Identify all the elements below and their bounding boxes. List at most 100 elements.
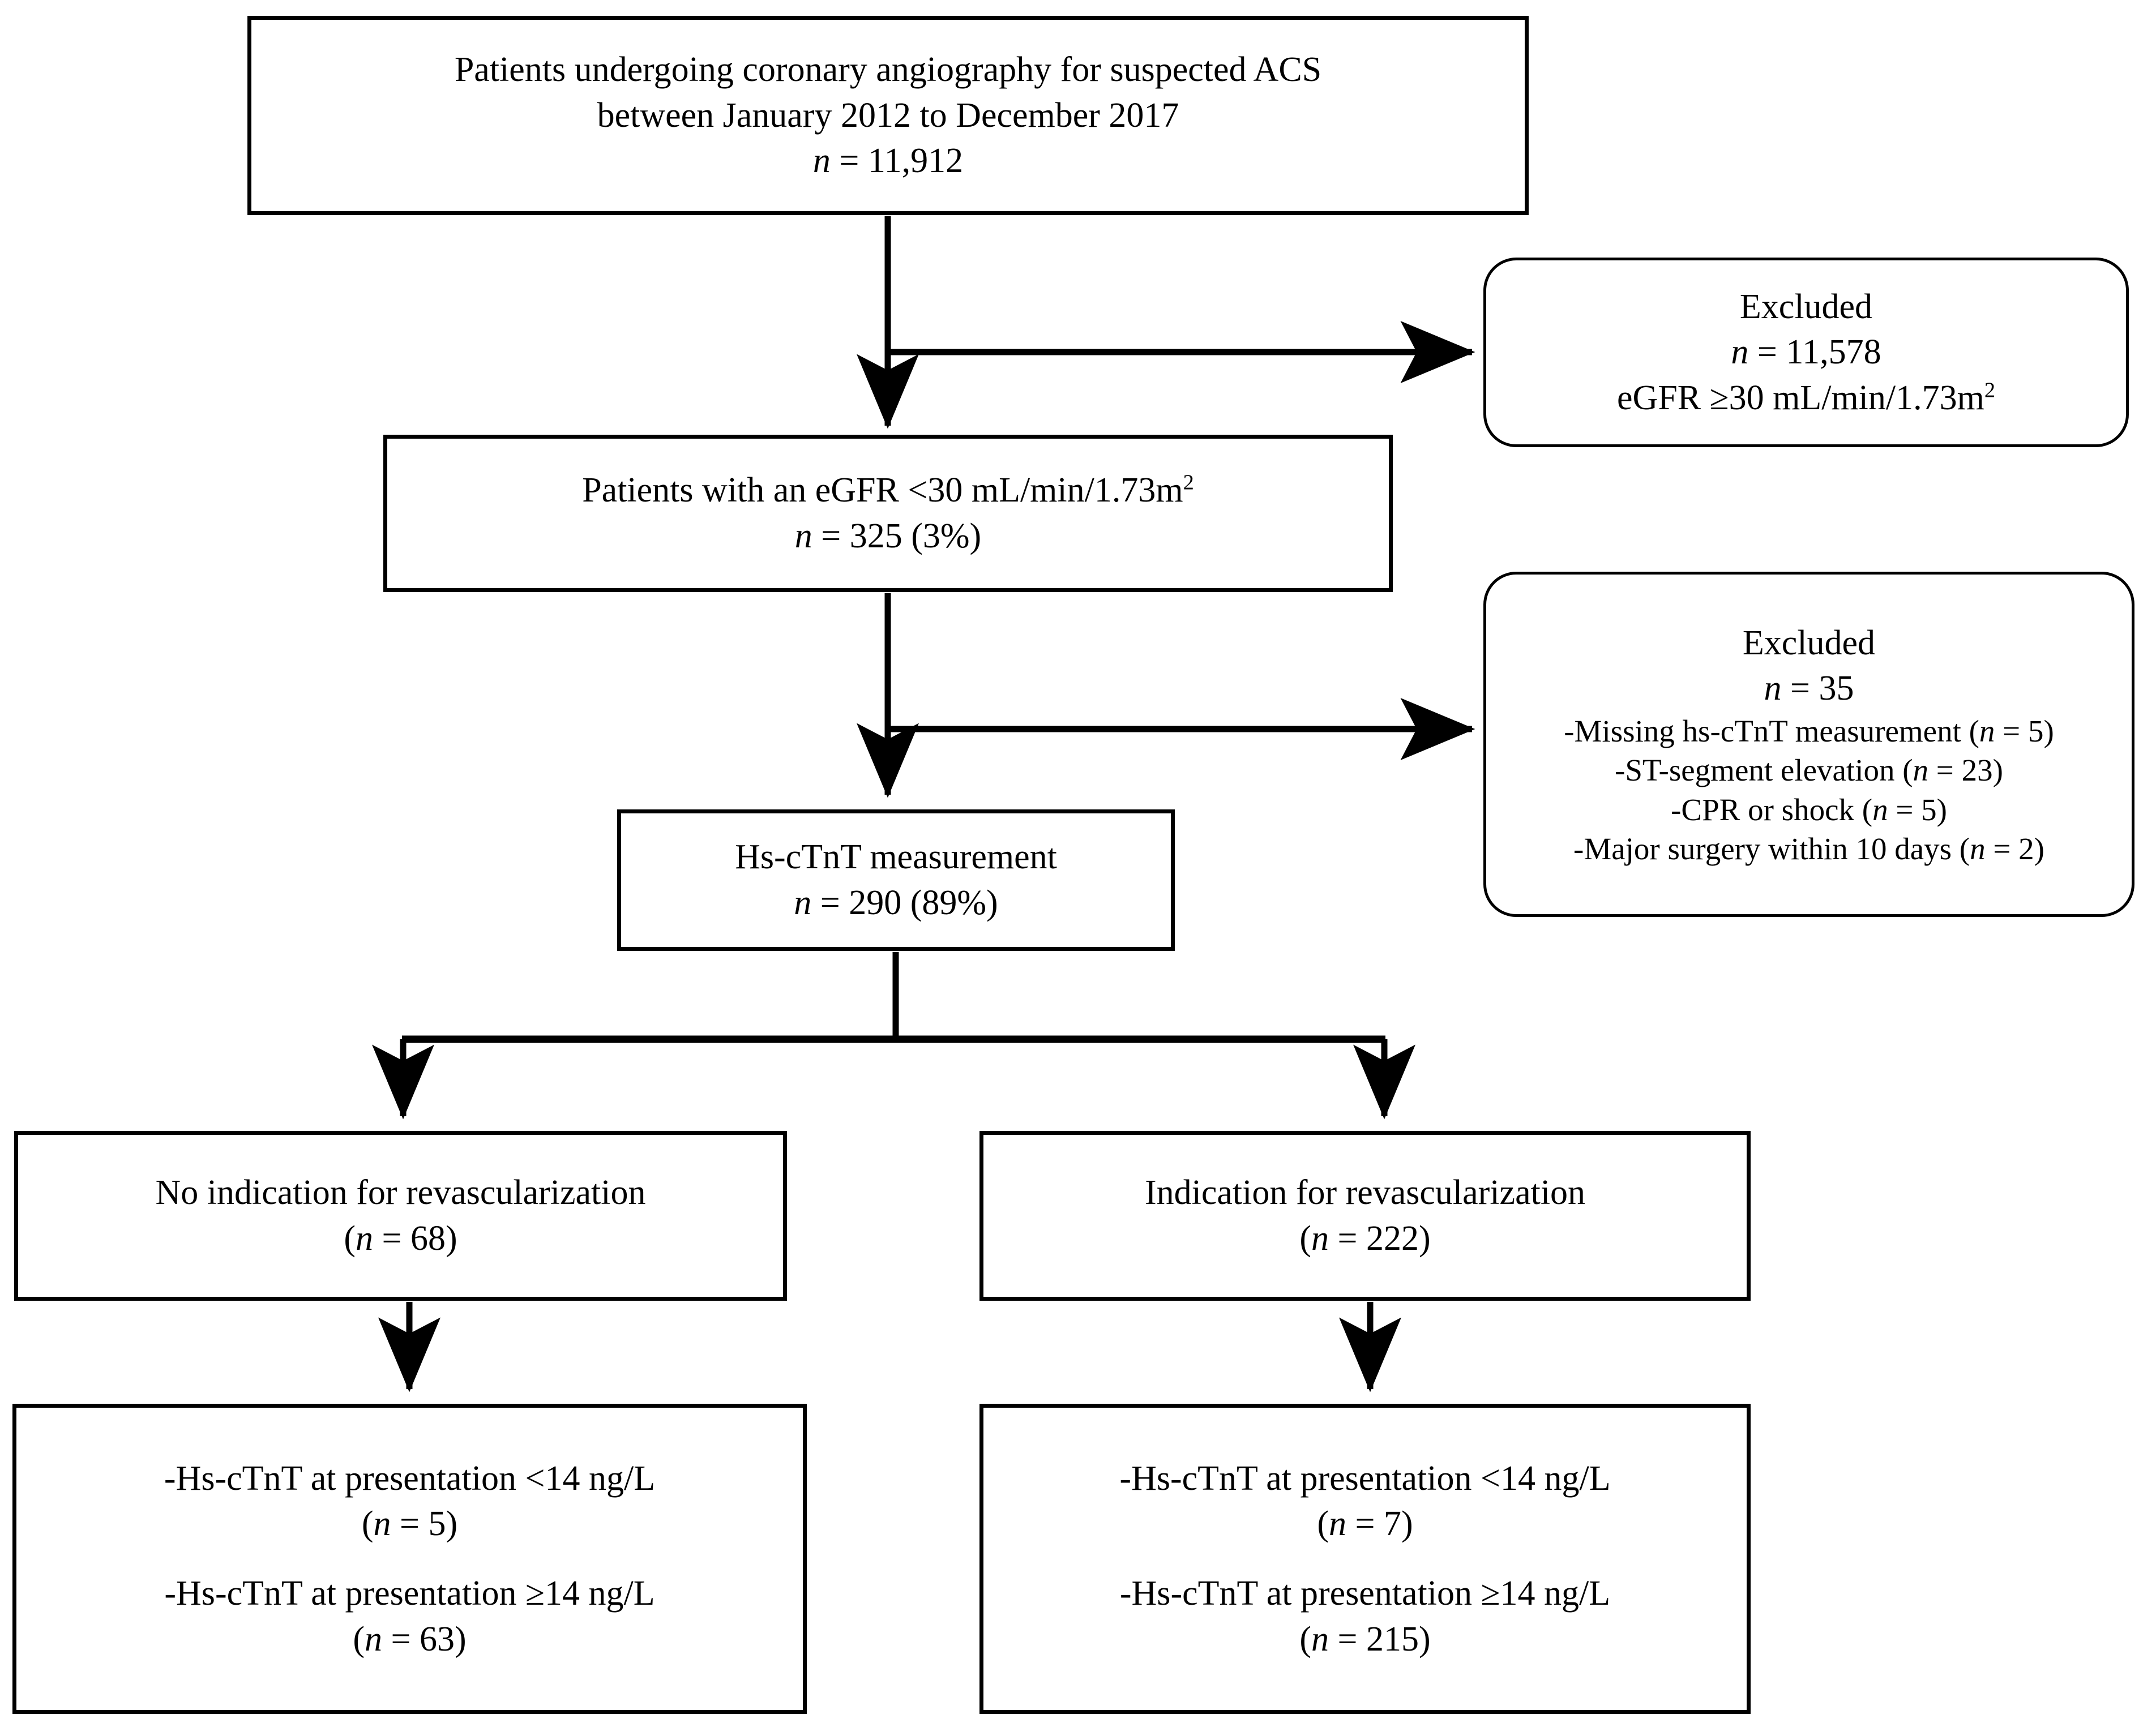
excluded-criteria-reason-eq: = <box>1985 831 2019 866</box>
no-revasc-count-value: 68 <box>410 1219 446 1258</box>
excluded-egfr-count-value: 11,578 <box>1786 333 1881 372</box>
excluded-criteria-reason-value: 23 <box>1961 753 1993 788</box>
egfr-count: n = 325 (3%) <box>795 513 981 559</box>
excluded-criteria-reason-eq: = <box>1928 753 1962 788</box>
detail-row-count: (n = 63) <box>353 1617 466 1662</box>
detail-count-value: 63 <box>419 1619 455 1658</box>
excluded-criteria-reason: -ST-segment elevation (n = 23) <box>1615 751 2003 790</box>
excluded-criteria-reason-value: 2 <box>2018 831 2034 866</box>
detail-count-open: ( <box>353 1619 365 1658</box>
detail-count-open: ( <box>361 1505 374 1544</box>
measurement-count-value: 290 (89%) <box>849 884 998 922</box>
excluded-criteria-reason-n: n <box>1872 792 1888 827</box>
revasc-count-open: ( <box>1299 1219 1312 1258</box>
excluded-criteria-reason-post: ) <box>1936 792 1947 827</box>
indication-revascularization-box: Indication for revascularization (n = 22… <box>979 1131 1751 1301</box>
detail-row-count: (n = 7) <box>1317 1501 1413 1547</box>
excluded-criteria-reason-post: ) <box>2034 831 2044 866</box>
detail-count-n: n <box>1329 1505 1347 1544</box>
revasc-line-1: Indication for revascularization <box>1144 1173 1586 1212</box>
detail-count-value: 215 <box>1366 1619 1419 1658</box>
excluded-egfr-count-n: n <box>1731 333 1749 372</box>
excluded-egfr-reason: eGFR ≥30 mL/min/1.73m2 <box>1617 375 1995 421</box>
egfr-line-1-text: Patients with an eGFR <30 mL/min/1.73m <box>582 471 1183 510</box>
no-revasc-count-n: n <box>356 1219 374 1258</box>
no-indication-revascularization-box: No indication for revascularization (n =… <box>14 1131 787 1301</box>
detail-count-eq: = <box>391 1505 429 1544</box>
excluded-criteria-box: Excluded n = 35 -Missing hs-cTnT measure… <box>1483 572 2134 917</box>
egfr-count-n: n <box>794 517 812 555</box>
detail-count-eq: = <box>382 1619 420 1658</box>
excluded-criteria-reason-pre: -Missing hs-cTnT measurement ( <box>1564 714 1979 748</box>
excluded-criteria-reason-n: n <box>1979 714 1995 748</box>
revasc-count-close: ) <box>1418 1219 1431 1258</box>
excluded-criteria-reason: -Major surgery within 10 days (n = 2) <box>1573 829 2044 868</box>
excluded-egfr-count-eq: = <box>1748 333 1786 372</box>
egfr-line-1-sup: 2 <box>1183 470 1194 495</box>
excluded-criteria-reason-eq: = <box>1888 792 1922 827</box>
no-revasc-count-close: ) <box>445 1219 457 1258</box>
excluded-criteria-count-value: 35 <box>1819 669 1854 708</box>
excluded-criteria-reason: -Missing hs-cTnT measurement (n = 5) <box>1564 712 2054 751</box>
measurement-count-eq: = <box>811 884 849 922</box>
no-revasc-count-open: ( <box>344 1219 356 1258</box>
cohort-line-2: between January 2012 to December 2017 <box>597 96 1179 135</box>
excluded-criteria-reason-n: n <box>1970 831 1986 866</box>
egfr-count-eq: = <box>812 517 850 555</box>
detail-row-label: -Hs-cTnT at presentation ≥14 ng/L <box>1119 1574 1611 1613</box>
revasc-count-n: n <box>1311 1219 1329 1258</box>
hs-ctnt-measurement-box: Hs-cTnT measurement n = 290 (89%) <box>617 809 1175 951</box>
detail-count-open: ( <box>1317 1505 1329 1544</box>
measurement-count-n: n <box>794 884 812 922</box>
detail-count-eq: = <box>1329 1619 1366 1658</box>
excluded-criteria-count: n = 35 <box>1764 666 1854 712</box>
excluded-egfr-title: Excluded <box>1739 287 1873 326</box>
detail-row-label: -Hs-cTnT at presentation ≥14 ng/L <box>164 1574 655 1613</box>
detail-count-close: ) <box>1418 1619 1431 1658</box>
cohort-line-1: Patients undergoing coronary angiography… <box>454 50 1322 89</box>
measurement-count: n = 290 (89%) <box>794 880 998 926</box>
excluded-criteria-reason-pre: -ST-segment elevation ( <box>1615 753 1913 788</box>
excluded-criteria-reason-pre: -CPR or shock ( <box>1671 792 1873 827</box>
revasc-count: (n = 222) <box>1299 1216 1430 1262</box>
excluded-criteria-reason-post: ) <box>2043 714 2054 748</box>
revasc-count-eq: = <box>1329 1219 1366 1258</box>
excluded-egfr-count: n = 11,578 <box>1731 329 1881 375</box>
cohort-count-eq: = <box>830 142 868 181</box>
no-revasc-line-1: No indication for revascularization <box>155 1173 646 1212</box>
detail-count-n: n <box>373 1505 391 1544</box>
detail-count-value: 7 <box>1383 1505 1401 1544</box>
detail-count-open: ( <box>1299 1619 1312 1658</box>
excluded-egfr-box: Excluded n = 11,578 eGFR ≥30 mL/min/1.73… <box>1483 258 2129 447</box>
detail-count-close: ) <box>1401 1505 1413 1544</box>
detail-count-close: ) <box>446 1505 458 1544</box>
cohort-count-value: 11,912 <box>867 142 964 181</box>
detail-count-eq: = <box>1346 1505 1384 1544</box>
excluded-criteria-reason-n: n <box>1913 753 1929 788</box>
indication-hs-ctnt-detail-box: -Hs-cTnT at presentation <14 ng/L (n = 7… <box>979 1404 1751 1714</box>
no-revasc-count: (n = 68) <box>344 1216 457 1262</box>
excluded-egfr-reason-text: eGFR ≥30 mL/min/1.73m <box>1616 378 1984 417</box>
detail-row-count: (n = 215) <box>1299 1617 1430 1662</box>
measurement-line-1: Hs-cTnT measurement <box>735 838 1057 877</box>
egfr-line-1: Patients with an eGFR <30 mL/min/1.73m2 <box>582 468 1194 513</box>
excluded-criteria-count-eq: = <box>1781 669 1819 708</box>
detail-count-close: ) <box>454 1619 467 1658</box>
egfr-count-value: 325 (3%) <box>849 517 982 555</box>
excluded-criteria-reason-pre: -Major surgery within 10 days ( <box>1573 831 1970 866</box>
excluded-criteria-reason-value: 5 <box>1921 792 1937 827</box>
detail-count-n: n <box>1311 1619 1329 1658</box>
cohort-box: Patients undergoing coronary angiography… <box>247 16 1529 215</box>
excluded-criteria-count-n: n <box>1764 669 1782 708</box>
excluded-criteria-title: Excluded <box>1742 623 1876 662</box>
cohort-count: n = 11,912 <box>813 138 963 184</box>
revasc-count-value: 222 <box>1366 1219 1419 1258</box>
excluded-criteria-reason-eq: = <box>1995 714 2028 748</box>
detail-row-label: -Hs-cTnT at presentation <14 ng/L <box>164 1459 656 1498</box>
detail-count-n: n <box>365 1619 383 1658</box>
excluded-criteria-reason: -CPR or shock (n = 5) <box>1671 790 1947 829</box>
detail-row-label: -Hs-cTnT at presentation <14 ng/L <box>1119 1459 1611 1498</box>
detail-row-count: (n = 5) <box>362 1501 457 1547</box>
no-revasc-count-eq: = <box>373 1219 410 1258</box>
